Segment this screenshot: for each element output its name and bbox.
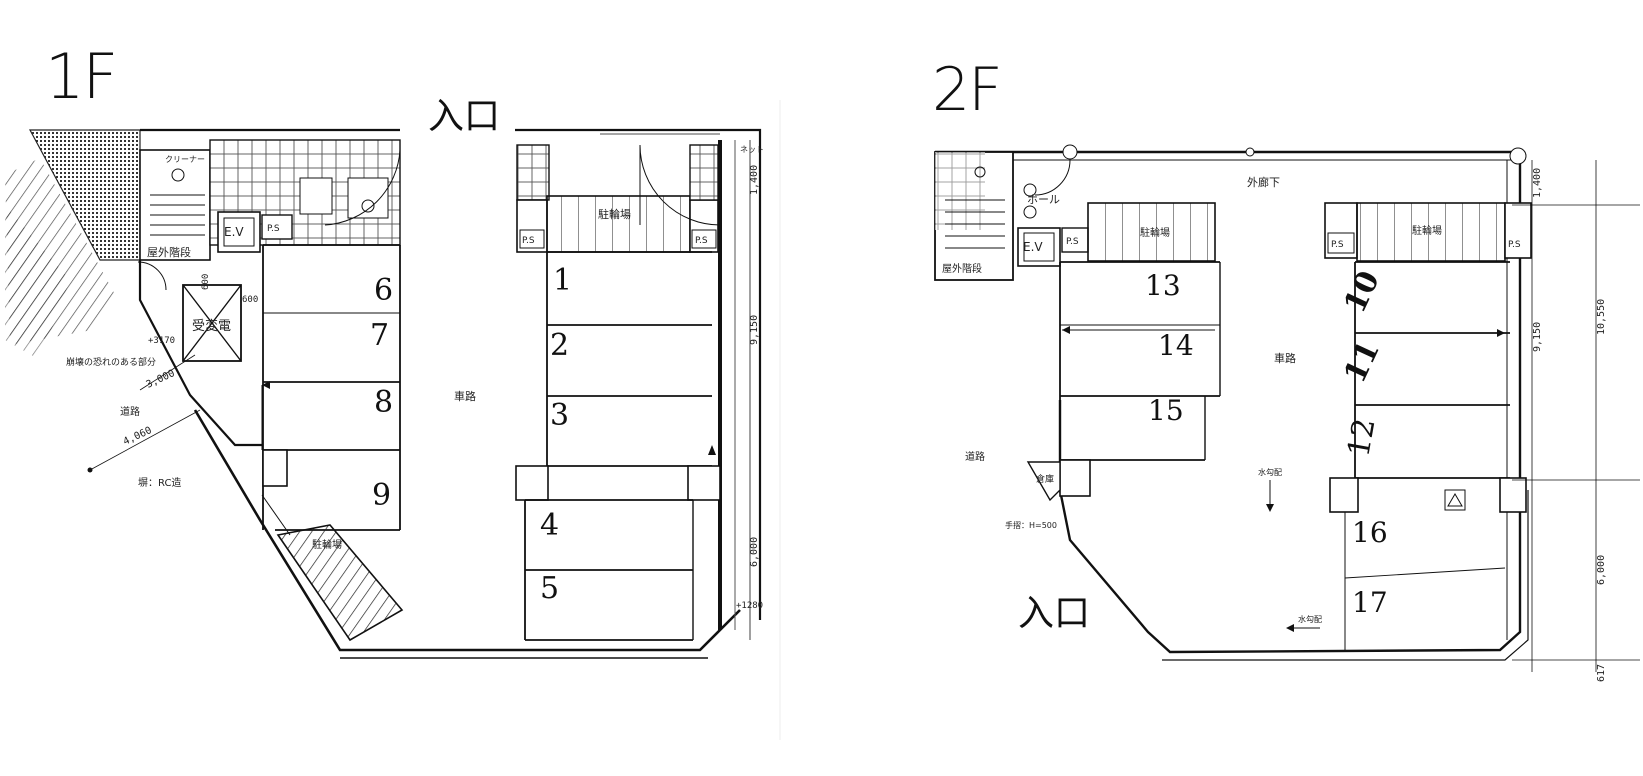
parking-slot-1: 1 (553, 263, 572, 298)
floor-1-bicycle-top-label: 駐輪場 (598, 207, 631, 221)
floor-1-fence-label: 塀：RC造 (138, 476, 181, 489)
parking-slot-12: 12 (1341, 416, 1382, 460)
bicycle-parking-left-2f (1087, 202, 1216, 262)
floor-2-dim-1400: 1,400 (1532, 168, 1543, 198)
building-outline-2f (935, 150, 1522, 654)
floor-2-ps-label-a: P.S (1066, 237, 1079, 247)
floor-2-bicycle-left-label: 駐輪場 (1140, 226, 1170, 239)
substation-box (182, 284, 242, 362)
parking-slot-2: 2 (550, 328, 569, 363)
floor-1-dim-net: ネット (740, 145, 764, 154)
parking-right-1f (515, 144, 721, 641)
floor-1-dim-6000: 6,000 (749, 537, 760, 567)
floor-1-substation-label: 受変電 (192, 318, 231, 334)
bicycle-parking-bottom-1f (261, 494, 404, 642)
floor-1-heading: 1F (45, 40, 116, 113)
parking-slot-15: 15 (1148, 394, 1184, 427)
floor-2-ev-label: E.V (1023, 240, 1043, 254)
parking-left-2f (1026, 261, 1221, 502)
floor-2-hall-label: ホール (1027, 193, 1060, 206)
floor-2-bicycle-right-label: 駐輪場 (1412, 224, 1442, 237)
floor-1-roadway-label: 車路 (454, 389, 476, 403)
parking-slot-16: 16 (1352, 516, 1388, 549)
parking-slot-6: 6 (374, 273, 393, 308)
floor-1-dim-3000: 3,000 (145, 368, 177, 391)
ps-1f-a (261, 214, 293, 240)
floor-2-plan: 2F 入口 車路 外廊下 ホール 駐輪場 駐輪場 屋外階段 E.V P.S P.… (932, 55, 1640, 682)
floor-1-collapse-note: 崩壊の恐れのある部分 (66, 356, 156, 368)
elevator-2f (1017, 227, 1061, 267)
floor-2-ps-label-c: P.S (1508, 240, 1521, 250)
floor-1-dim-600-a: 600 (201, 274, 211, 290)
floor-1-ev-label: E.V (224, 225, 244, 239)
parking-left-1f (262, 244, 401, 531)
floor-1-ps-label-a: P.S (267, 224, 280, 234)
floor-2-entrance-label: 入口 (1018, 593, 1090, 634)
floor-2-dim-10550: 10,550 (1596, 299, 1607, 335)
parking-right-2f (1324, 202, 1532, 650)
floor-1-dim-600-b: 600 (242, 295, 258, 305)
parking-slot-4: 4 (540, 508, 559, 543)
floor-1-plan: 1F 入口 車路 駐輪場 駐輪場 屋外階段 E.V P.S P.S P.S 受変… (5, 40, 764, 659)
floor-1-ps-label-b: P.S (522, 236, 535, 246)
floor-2-storage-label: 倉庫 (1036, 473, 1054, 485)
floor-1-dim-1280: +1280 (736, 601, 763, 611)
elevator-1f (217, 211, 261, 253)
floor-2-handrail-label: 手摺：H=500 (1005, 520, 1057, 530)
floor-2-drain-label-b: 水勾配 (1298, 614, 1322, 624)
floor-1-entrance-label: 入口 (428, 96, 500, 137)
floor-2-road-label: 道路 (965, 450, 985, 463)
parking-slot-8: 8 (374, 385, 393, 420)
parking-slot-11: 11 (1338, 336, 1387, 389)
parking-slot-3: 3 (550, 398, 569, 433)
floor-1-road-label: 道路 (120, 405, 140, 418)
parking-slot-9: 9 (372, 478, 391, 513)
floor-1-dim-3170: +3170 (148, 336, 175, 346)
floor-1-stairs-label: 屋外階段 (147, 245, 191, 259)
floor-2-drain-label-a: 水勾配 (1258, 467, 1282, 477)
outdoor-stairs-1f (139, 149, 211, 261)
floor-2-ps-label-b: P.S (1331, 240, 1344, 250)
floor-2-dim-6000: 6,000 (1596, 555, 1607, 585)
floor-1-ps-label-c: P.S (695, 236, 708, 246)
floor-1-cleaning-label: クリーナー (165, 155, 205, 164)
parking-slot-10: 10 (1338, 266, 1387, 319)
floor-1-bicycle-bottom-label: 駐輪場 (312, 538, 342, 551)
floor-2-roadway-label: 車路 (1274, 351, 1296, 365)
road-hatch-left (5, 158, 118, 360)
parking-slot-17: 17 (1352, 586, 1388, 619)
parking-slot-13: 13 (1145, 269, 1181, 302)
parking-slot-7: 7 (370, 318, 389, 353)
parking-slot-14: 14 (1158, 329, 1194, 362)
floor-2-dim-617: 617 (1596, 664, 1607, 682)
floor-1-dim-1400: 1,400 (749, 165, 760, 195)
parking-slot-5: 5 (540, 571, 559, 606)
floor-1-dim-9150: 9,150 (749, 315, 760, 345)
floor-2-dim-9150: 9,150 (1532, 322, 1543, 352)
floor-2-heading: 2F (932, 55, 1001, 125)
floor-2-stairs-label: 屋外階段 (942, 262, 982, 275)
floor-2-corridor-label: 外廊下 (1247, 175, 1280, 189)
